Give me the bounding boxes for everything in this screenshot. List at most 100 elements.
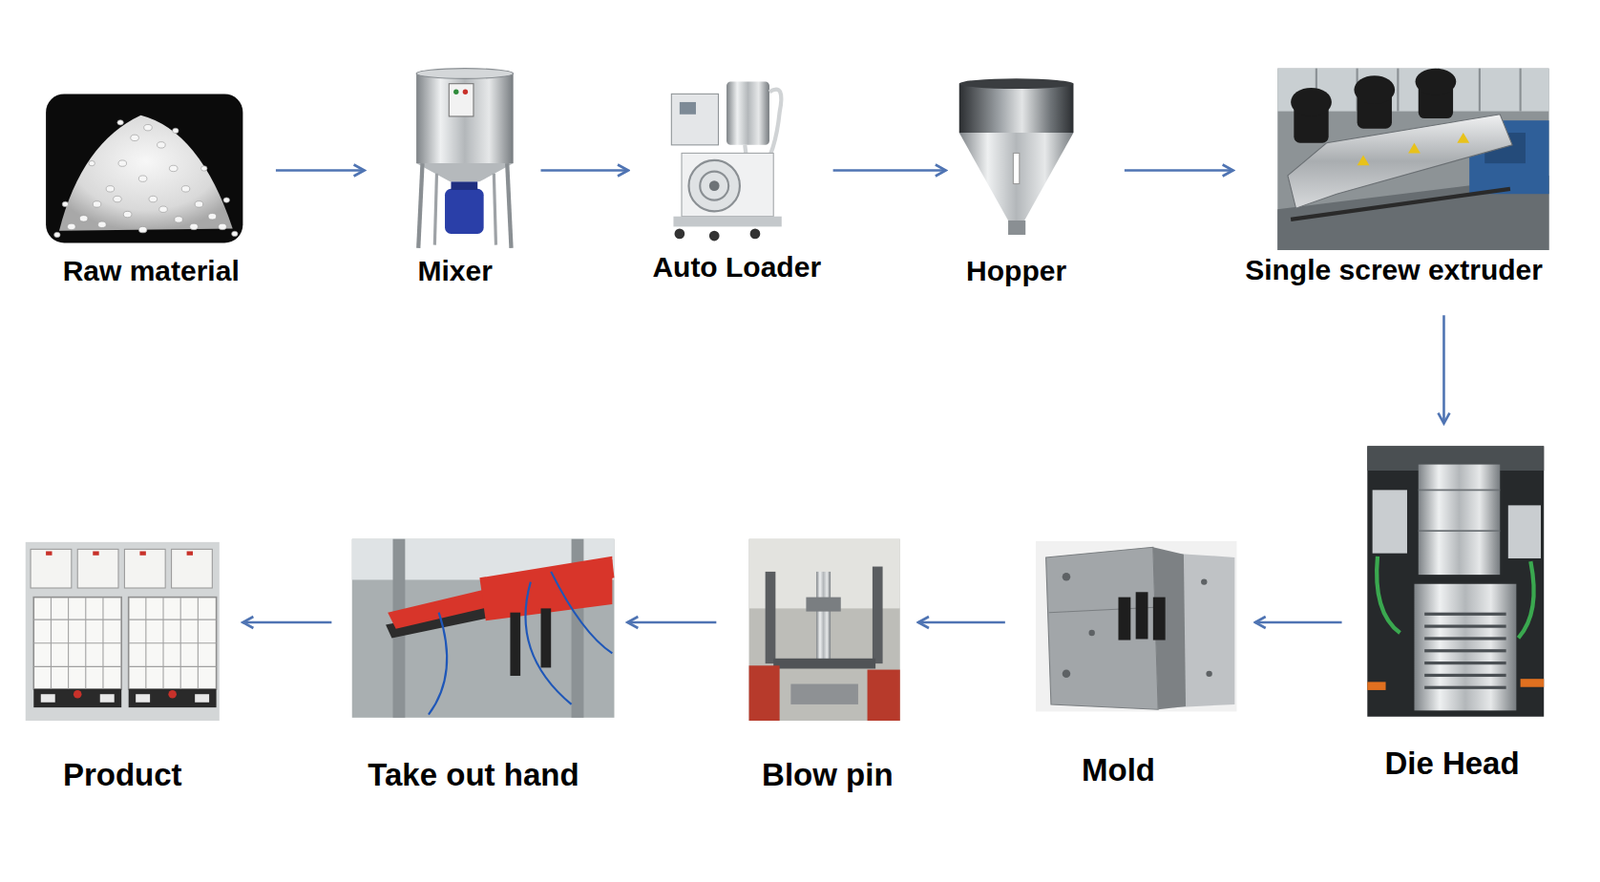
product-picture-part <box>124 548 166 589</box>
mold-picture-part <box>1062 572 1213 678</box>
product-picture-part <box>33 666 122 668</box>
auto-loader-picture-part <box>674 229 686 240</box>
product-picture-part <box>128 689 217 708</box>
product-picture-part <box>45 551 193 556</box>
die-head-picture-part <box>1517 561 1534 638</box>
raw-material-picture-part <box>113 195 123 202</box>
die-head-picture-part <box>1424 673 1507 677</box>
die-head-picture-part <box>1418 464 1501 576</box>
product-picture-part <box>25 542 220 721</box>
raw-material-picture <box>45 93 243 243</box>
product-picture-part <box>33 642 122 644</box>
product-picture-part <box>168 690 177 699</box>
raw-material-picture-part <box>157 142 167 148</box>
extruder-picture-part <box>1290 68 1456 144</box>
take-out-hand-picture-part <box>541 608 552 668</box>
raw-material-picture-part <box>194 201 204 208</box>
raw-material-picture-part <box>138 175 148 182</box>
flow-arrow <box>918 621 1006 625</box>
product-picture-part <box>41 694 56 703</box>
raw-material-picture-part <box>231 231 238 236</box>
raw-material-picture-part <box>172 127 179 133</box>
extruder-picture-part <box>1478 68 1481 112</box>
step-label: Single screw extruder <box>1244 253 1543 288</box>
step-label: Mixer <box>418 254 493 289</box>
mold-picture-part <box>1205 671 1212 677</box>
extruder-picture-part <box>1357 132 1471 166</box>
auto-loader-picture-part <box>671 93 718 145</box>
step-label: Product <box>63 757 183 794</box>
process-step: Blow pin <box>749 538 901 796</box>
product-picture-part <box>33 597 216 690</box>
extruder-picture-part <box>1396 68 1399 112</box>
blow-pin-picture-part <box>816 571 831 666</box>
die-head-picture-part <box>1508 505 1541 559</box>
die-head-picture <box>1367 445 1544 716</box>
flow-arrow <box>627 621 716 625</box>
blow-pin-picture-part <box>765 571 777 664</box>
product-picture-part <box>128 666 217 668</box>
die-head-picture-part <box>1520 678 1545 688</box>
die-head-picture-part <box>1413 584 1516 712</box>
blow-pin-picture-part <box>749 665 780 721</box>
mixer-picture-part <box>444 189 485 234</box>
product-picture-part <box>139 551 146 556</box>
mold-picture-part <box>1062 670 1072 679</box>
raw-material-picture-part <box>168 165 178 171</box>
raw-material-picture-part <box>174 216 184 223</box>
raw-material-picture-part <box>92 201 102 208</box>
raw-material-picture-part <box>130 134 140 141</box>
blow-pin-picture-part <box>749 539 901 721</box>
auto-loader-picture-part <box>709 231 720 242</box>
step-label: Blow pin <box>761 757 893 794</box>
flow-arrow <box>1442 315 1446 423</box>
hopper-picture-part <box>959 132 1074 221</box>
auto-loader-picture-part <box>699 171 729 201</box>
process-step: Mixer <box>413 71 516 291</box>
raw-material-picture-part <box>45 93 243 243</box>
raw-material-picture-part <box>208 213 217 220</box>
blow-pin-picture-part <box>773 658 876 670</box>
flow-arrow <box>275 168 365 172</box>
extruder-picture-part <box>1357 155 1370 167</box>
take-out-hand-picture-part <box>550 571 612 654</box>
product-picture-part <box>45 551 52 556</box>
product-picture-part <box>171 548 213 589</box>
mold-picture-part <box>1035 541 1238 713</box>
die-head-picture-part <box>1424 612 1507 616</box>
mixer-picture-part <box>416 68 514 80</box>
take-out-hand-picture <box>352 539 615 718</box>
mixer-picture-part <box>506 163 511 249</box>
step-label: Raw material <box>63 254 240 289</box>
auto-loader-picture-part <box>726 82 770 146</box>
auto-loader-picture-part <box>679 102 696 115</box>
extruder-picture-part <box>1290 87 1332 117</box>
step-label: Die Head <box>1384 745 1519 782</box>
mixer-picture-part <box>416 73 514 164</box>
product-picture-part <box>100 694 115 703</box>
hopper-picture <box>959 78 1074 235</box>
raw-material-picture-part <box>54 231 61 237</box>
mold-picture <box>1035 541 1238 713</box>
die-head-picture-part <box>1424 636 1507 640</box>
hopper-picture-part <box>1008 220 1026 235</box>
process-step: Hopper <box>953 82 1076 291</box>
raw-material-picture-part <box>148 195 158 202</box>
step-label: Take out hand <box>367 757 579 794</box>
product-picture-part <box>194 694 210 703</box>
product-picture-part <box>128 597 217 690</box>
auto-loader-picture <box>671 82 781 242</box>
raw-material-picture-part <box>118 160 127 167</box>
auto-loader-picture-part <box>750 229 761 240</box>
flow-arrow <box>833 168 947 172</box>
raw-material-picture-part <box>105 186 115 192</box>
process-step: Die Head <box>1367 445 1544 783</box>
take-out-hand-picture-part <box>352 539 615 718</box>
take-out-hand-picture-part <box>525 582 571 705</box>
step-label: Auto Loader <box>652 251 822 285</box>
raw-material-picture-part <box>62 201 68 207</box>
product-picture-part <box>187 551 193 556</box>
product-picture-part <box>73 690 83 699</box>
